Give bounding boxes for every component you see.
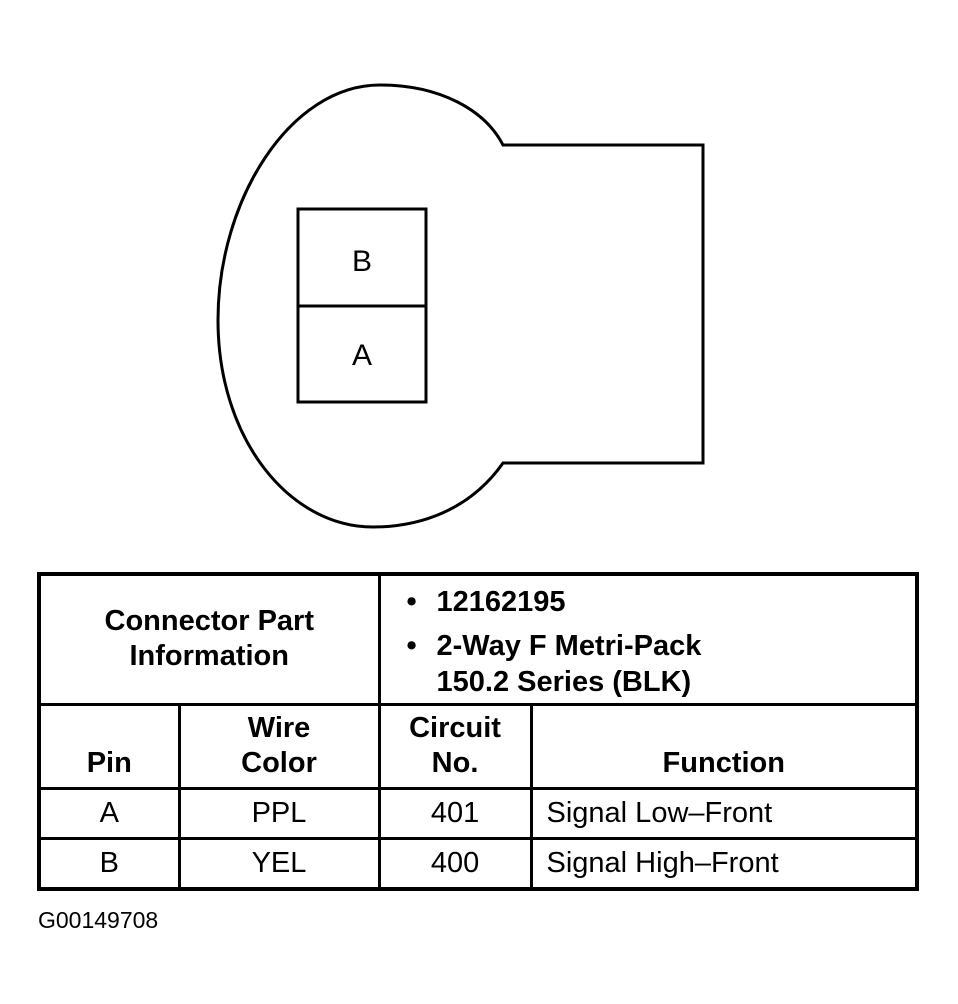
bullet-icon: • [406, 630, 417, 662]
figure-id: G00149708 [38, 907, 159, 933]
connector-housing-outline [216, 83, 705, 529]
description-line2: 150.2 Series (BLK) [436, 666, 692, 698]
description-line1: 2-Way F Metri-Pack [436, 630, 702, 662]
part-info-label-line1: Connector Part [104, 605, 314, 638]
part-number-item: • 12162195 [407, 584, 916, 620]
header-pin: Pin [37, 702, 181, 790]
part-info-row: Connector Part Information • 12162195 • … [37, 572, 919, 706]
header-function: Function [529, 702, 919, 790]
connector-diagram: B A [216, 83, 705, 529]
header-wire-color-line1: Wire [247, 711, 311, 744]
table-row: A PPL 401 Signal Low–Front [37, 786, 919, 840]
column-header-row: Pin Wire Color Circuit No. Function [37, 702, 919, 790]
connector-info-table: Connector Part Information • 12162195 • … [37, 572, 920, 891]
header-pin-text: Pin [86, 746, 132, 779]
part-info-label: Connector Part Information [37, 572, 381, 706]
row-b-circuit: 400 [377, 836, 533, 891]
header-circuit-line1: Circuit [409, 711, 501, 744]
row-a-wire-color: PPL [177, 786, 381, 840]
header-wire-color: Wire Color [177, 702, 381, 790]
row-b-wire-color: YEL [177, 836, 381, 891]
header-function-text: Function [662, 746, 785, 779]
header-circuit-line2: No. [431, 746, 479, 779]
row-a-pin: A [37, 786, 181, 840]
part-info-values: • 12162195 • 2-Way F Metri-Pack 150.2 Se… [377, 572, 919, 706]
cavity-a-label: A [352, 339, 372, 372]
bullet-icon: • [406, 586, 417, 618]
header-wire-color-line2: Color [241, 746, 317, 779]
header-circuit: Circuit No. [377, 702, 533, 790]
row-a-circuit: 401 [377, 786, 533, 840]
part-info-label-line2: Information [129, 640, 290, 673]
description-item: • 2-Way F Metri-Pack 150.2 Series (BLK) [407, 628, 916, 700]
table-row: B YEL 400 Signal High–Front [37, 836, 919, 891]
row-b-pin: B [37, 836, 181, 891]
row-a-function: Signal Low–Front [529, 786, 919, 840]
part-number: 12162195 [436, 586, 566, 618]
cavity-b-label: B [352, 245, 372, 278]
row-b-function: Signal High–Front [529, 836, 919, 891]
cavity-a [296, 304, 428, 404]
